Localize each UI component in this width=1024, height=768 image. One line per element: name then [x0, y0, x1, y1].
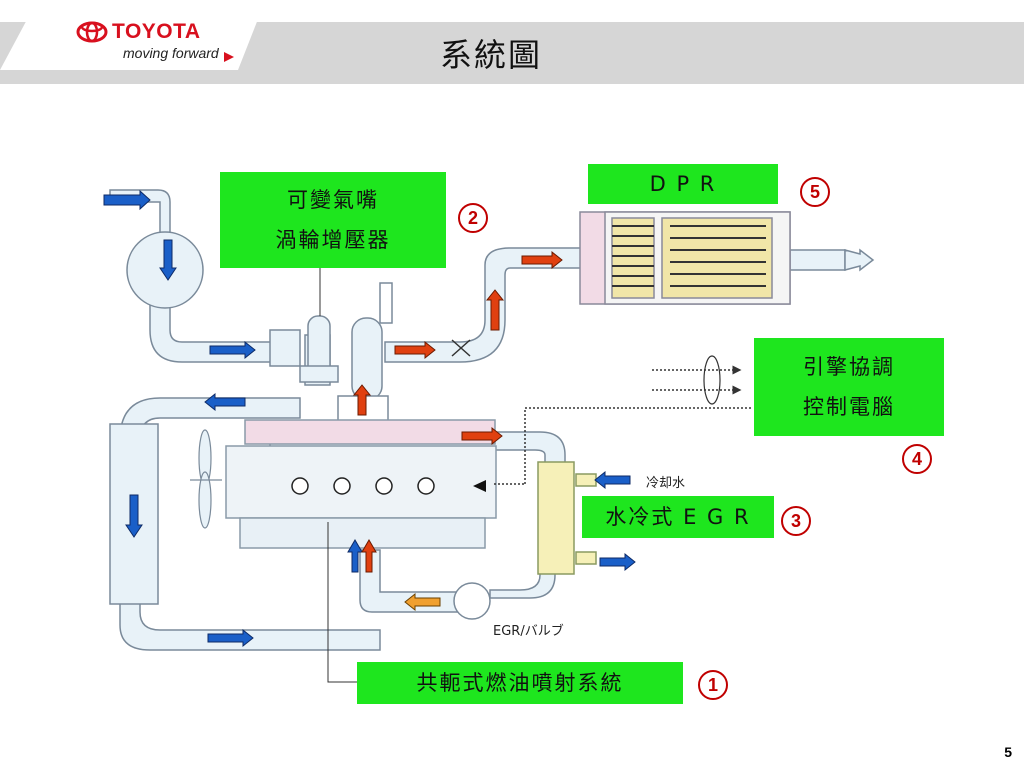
egr-valve: [453, 582, 491, 620]
callout-4: 4: [902, 444, 932, 474]
ecu-label-line1: 引擎協調: [803, 355, 895, 379]
callout-1: 1: [698, 670, 728, 700]
egr-valve-label: EGR/バルブ: [493, 624, 564, 639]
callout-2: 2: [458, 203, 488, 233]
signal-loop: [703, 355, 721, 405]
ecu-label: 引擎協調 控制電腦: [754, 338, 944, 436]
brand-name: TOYOTA: [112, 20, 201, 43]
common-rail-label-text: 共軛式燃油噴射系統: [416, 671, 624, 695]
intake-flow-arrows: [103, 189, 636, 648]
leader-lines: [319, 268, 357, 683]
coolant-label: 冷却水: [646, 476, 686, 491]
dpr-filter-lines: [612, 225, 766, 287]
brand-tagline: moving forward: [123, 45, 219, 61]
callout-5: 5: [800, 177, 830, 207]
exhaust-flow-arrows: [352, 250, 563, 573]
ecu-label-line2: 控制電腦: [803, 395, 895, 419]
egr-cooler-label-text: 水冷式 E G R: [605, 505, 751, 529]
egr-flow-arrow: [404, 592, 441, 612]
turbo-label: 可變氣嘴 渦輪增壓器: [220, 172, 446, 268]
turbo-label-line2: 渦輪增壓器: [275, 228, 391, 252]
engine-block: [225, 419, 497, 549]
exhaust-valve: [451, 339, 471, 357]
egr-cooler-label: 水冷式 E G R: [582, 496, 774, 538]
cooling-fan: [190, 429, 222, 529]
callout-3: 3: [781, 506, 811, 536]
turbo-label-line1: 可變氣嘴: [287, 188, 379, 212]
dpr-filter: [579, 211, 791, 305]
page-number: 5: [1004, 744, 1012, 760]
egr-cooler: [537, 461, 597, 575]
common-rail-label: 共軛式燃油噴射系統: [357, 662, 683, 704]
dpr-label: D P R: [588, 164, 778, 204]
dpr-label-text: D P R: [649, 172, 717, 196]
page-title: 系統圖: [440, 36, 543, 74]
ecu-signal-lines: [494, 365, 752, 485]
toyota-logo: [0, 14, 260, 70]
